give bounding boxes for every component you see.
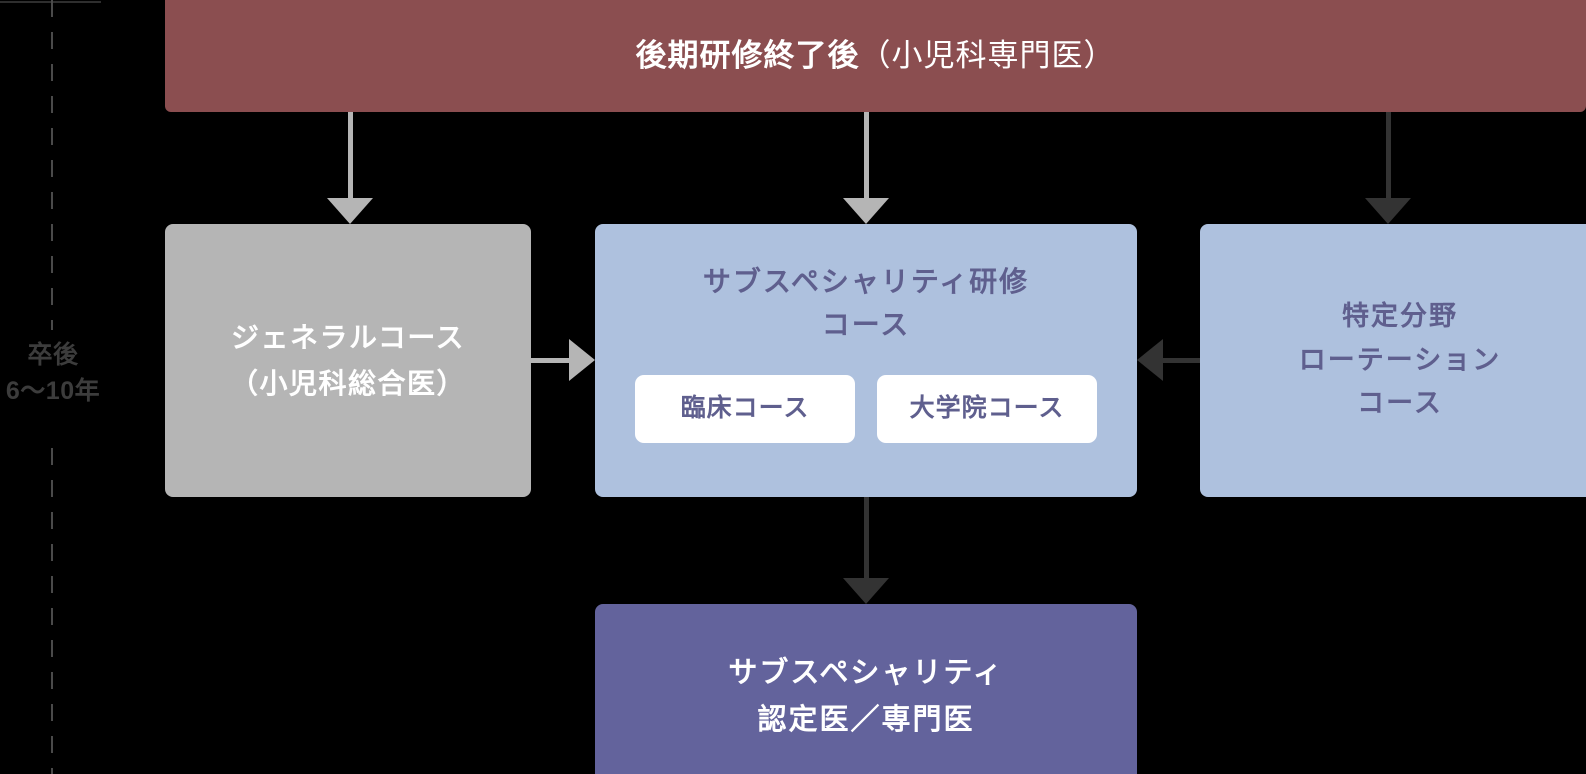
timeline-top-rule [0,1,101,3]
box-rotation-line1: 特定分野 [1342,300,1458,331]
timeline-label-line1: 卒後 [27,341,79,369]
box-certified-line1: サブスペシャリティ [728,657,1004,690]
box-rotation-course: 特定分野 ローテーション コース [1200,224,1586,497]
box-subspecialty-line2: コース [821,309,911,341]
header-title-paren: （小児科専門医） [859,37,1116,73]
header-title: 後期研修終了後（小児科専門医） [636,36,1116,76]
box-certified-line2: 認定医／専門医 [757,704,975,736]
box-subspecialty-training: サブスペシャリティ研修 コース 臨床コース 大学院コース [595,224,1137,497]
timeline-label: 卒後 6〜10年 [0,338,106,409]
box-general-course-line2: （小児科総合医） [229,367,466,399]
arrow-shaft [1385,112,1391,198]
arrow-shaft [863,112,869,198]
arrow-head-right-icon [569,339,595,381]
timeline-dashed-line-lower [51,448,53,774]
pill-graduate-school-course[interactable]: 大学院コース [877,374,1097,443]
timeline-label-line2: 6〜10年 [5,376,101,405]
arrow-head-down-icon [327,198,373,224]
box-general-course-line1: ジェネラルコース [230,322,466,354]
subspecialty-course-options: 臨床コース 大学院コース [635,374,1097,443]
box-certified-specialist: サブスペシャリティ 認定医／専門医 [595,604,1137,774]
arrow-head-down-icon [1365,198,1411,224]
arrow-head-left-icon [1137,339,1163,381]
box-rotation-line3: コース [1357,388,1443,419]
arrow-head-down-icon [843,578,889,604]
arrow-shaft [347,112,353,198]
header-title-strong: 後期研修終了後 [635,37,860,73]
arrow-shaft [531,357,573,363]
arrow-shaft [1159,357,1200,363]
arrow-head-down-icon [843,198,889,224]
header-bar: 後期研修終了後（小児科専門医） [165,0,1586,112]
arrow-shaft [863,497,869,578]
box-general-course: ジェネラルコース （小児科総合医） [165,224,531,497]
timeline-dashed-line-upper [51,0,53,330]
pill-clinical-course[interactable]: 臨床コース [635,374,855,443]
box-rotation-line2: ローテーション [1298,344,1502,375]
box-subspecialty-line1: サブスペシャリティ研修 [702,266,1030,297]
